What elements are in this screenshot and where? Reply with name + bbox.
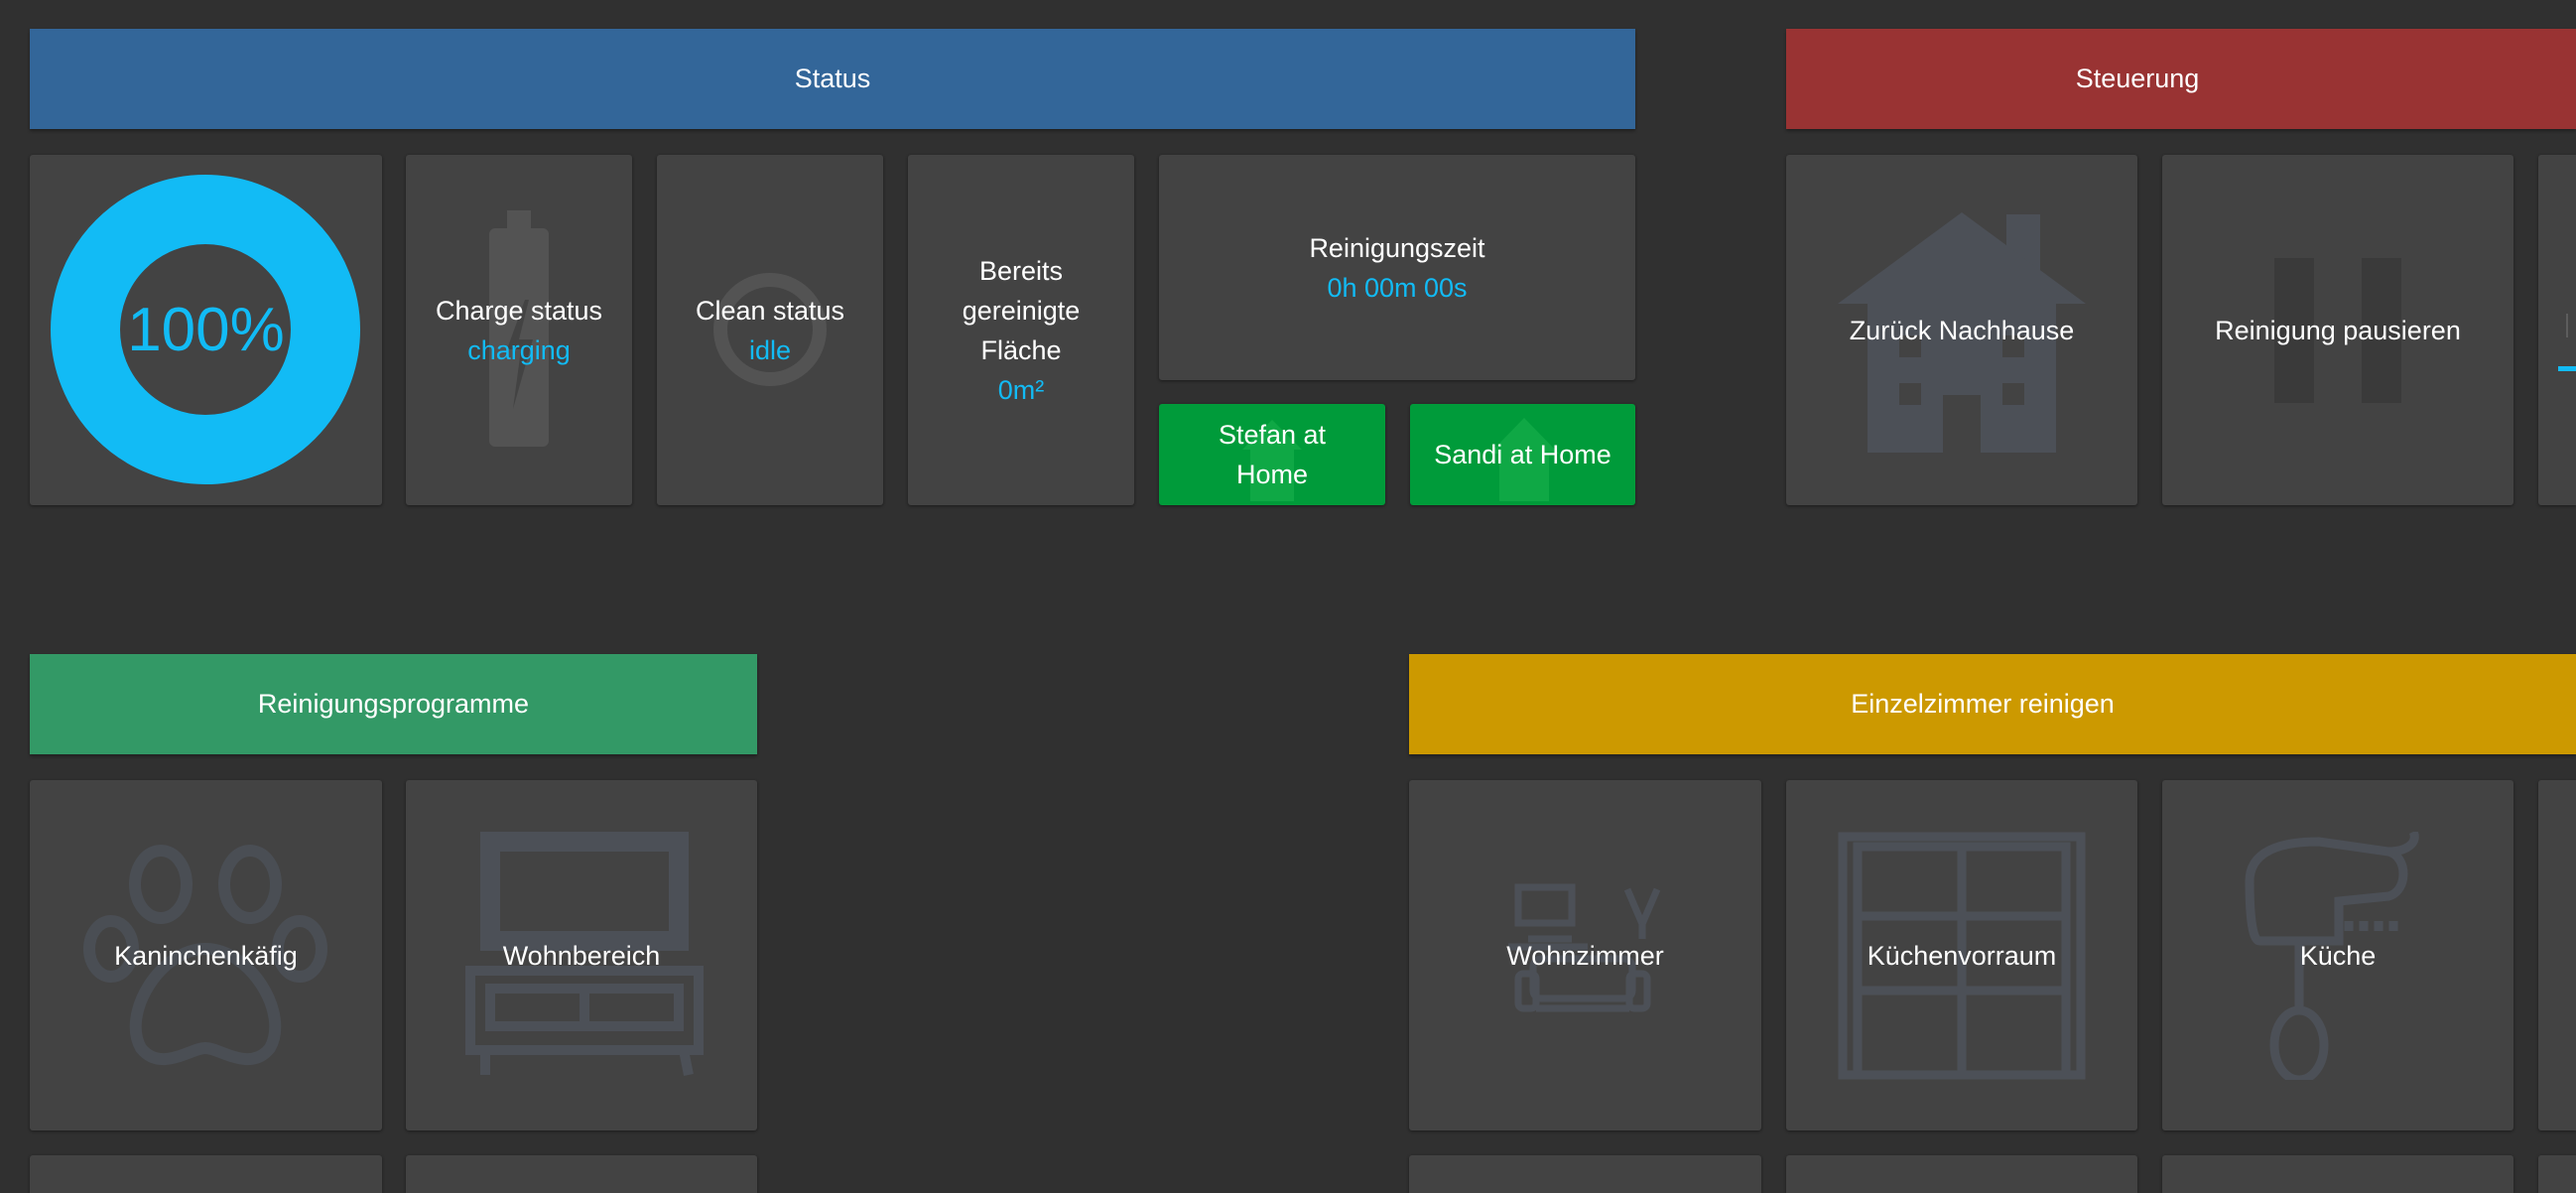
- pause-cleaning-label: Reinigung pausieren: [2215, 315, 2461, 345]
- presence-sandi-label: Sandi at Home: [1434, 440, 1611, 469]
- rooms-header-title: Einzelzimmer reinigen: [1851, 689, 2115, 719]
- sofa-tv-icon: [1508, 883, 1661, 1012]
- clean-status-label: Clean status: [695, 295, 845, 326]
- mixer-icon: [2245, 832, 2419, 1080]
- cleaning-time-value: 0h 00m 00s: [1327, 272, 1468, 303]
- return-home-button[interactable]: Zurück Nachhause: [1786, 155, 2137, 505]
- control-header-title: Steuerung: [2075, 64, 2200, 93]
- programs-header: Reinigungsprogramme: [30, 654, 757, 754]
- programs-header-title: Reinigungsprogramme: [257, 689, 530, 719]
- presence-stefan-label: Stefan at Home: [1218, 420, 1327, 489]
- room-kitchen-button[interactable]: Küche: [2162, 780, 2513, 1130]
- status-header: Status: [30, 29, 1635, 129]
- charge-status-value: charging: [467, 334, 571, 365]
- battery-charging-icon: [489, 210, 549, 447]
- home-icon: [1489, 418, 1559, 501]
- clean-status-tile[interactable]: Clean status idle: [657, 155, 883, 505]
- status-header-title: Status: [794, 64, 871, 93]
- room-extra-tile-bottom-2[interactable]: [1786, 1155, 2137, 1193]
- room-extra-tile[interactable]: [2538, 780, 2576, 1130]
- circle-idle-icon: [713, 273, 827, 386]
- program-extra-tile-2[interactable]: [406, 1155, 757, 1193]
- battery-gauge-tile[interactable]: 100%: [30, 155, 382, 505]
- battery-gauge-value: 100%: [127, 296, 285, 364]
- paw-icon: [83, 845, 327, 1066]
- program-living-area-label: Wohnbereich: [502, 940, 661, 971]
- clean-status-value: idle: [748, 334, 792, 365]
- room-extra-tile-bottom-1[interactable]: [1409, 1155, 1761, 1193]
- charge-status-tile[interactable]: Charge status charging: [406, 155, 632, 505]
- cleaned-area-tile[interactable]: Bereits gereinigte Fläche 0m²: [908, 155, 1134, 505]
- presence-stefan-tile[interactable]: Stefan at Home: [1159, 404, 1385, 505]
- rooms-header: Einzelzimmer reinigen: [1409, 654, 2576, 754]
- program-rabbit-cage-label: Kaninchenkäfig: [114, 940, 298, 971]
- pause-cleaning-button[interactable]: Reinigung pausieren: [2162, 155, 2513, 505]
- battery-gauge-ring: [51, 175, 360, 484]
- cleaning-time-label: Reinigungszeit: [1309, 232, 1485, 263]
- cleaned-area-label: Bereits gereinigte Fläche: [962, 255, 1081, 365]
- room-living-room-label: Wohnzimmer: [1506, 940, 1664, 971]
- room-extra-tile-bottom-3[interactable]: [2162, 1155, 2513, 1193]
- return-home-label: Zurück Nachhause: [1849, 315, 2075, 345]
- control-extra-glyph: [2566, 314, 2576, 337]
- tv-stand-icon: [465, 832, 704, 1076]
- room-extra-tile-bottom-4[interactable]: [2538, 1155, 2576, 1193]
- program-rabbit-cage-button[interactable]: Kaninchenkäfig: [30, 780, 382, 1130]
- control-extra-tile[interactable]: [2538, 155, 2576, 505]
- control-extra-slider[interactable]: [2558, 366, 2576, 371]
- program-extra-tile-1[interactable]: [30, 1155, 382, 1193]
- room-kitchen-label: Küche: [2299, 940, 2377, 971]
- shelf-icon: [1838, 832, 2086, 1080]
- home-icon: [1242, 420, 1302, 501]
- presence-sandi-tile[interactable]: Sandi at Home: [1410, 404, 1635, 505]
- charge-status-label: Charge status: [435, 295, 603, 326]
- cleaning-time-tile[interactable]: Reinigungszeit 0h 00m 00s: [1159, 155, 1635, 380]
- program-living-area-button[interactable]: Wohnbereich: [406, 780, 757, 1130]
- room-kitchen-anteroom-button[interactable]: Küchenvorraum: [1786, 780, 2137, 1130]
- house-icon: [1838, 212, 2086, 453]
- room-kitchen-anteroom-label: Küchenvorraum: [1867, 940, 2057, 971]
- room-living-room-button[interactable]: Wohnzimmer: [1409, 780, 1761, 1130]
- pause-icon: [2274, 258, 2401, 403]
- control-header: Steuerung: [1786, 29, 2576, 129]
- cleaned-area-value: 0m²: [997, 374, 1045, 405]
